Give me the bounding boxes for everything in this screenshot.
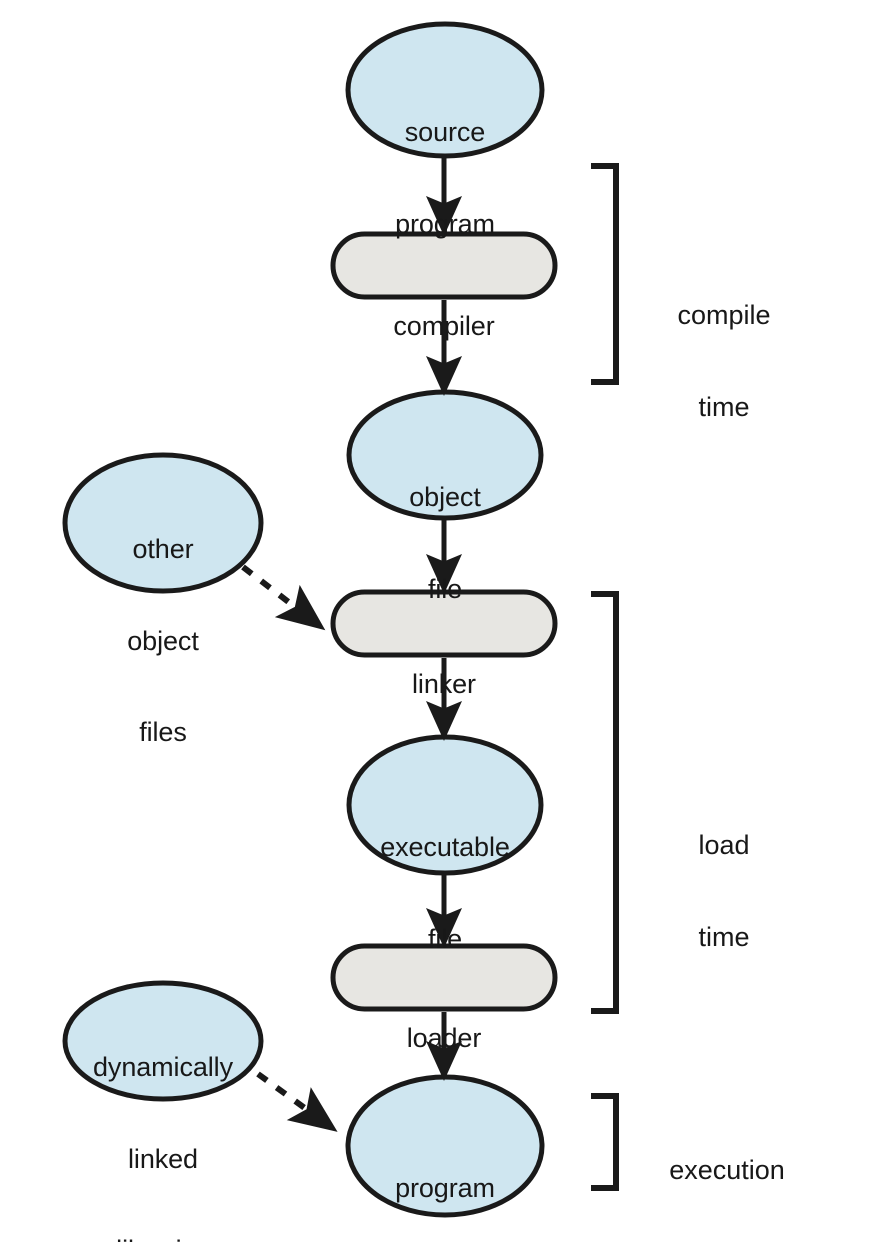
node-program-in-memory [345,1074,545,1218]
node-other-object-files [62,452,264,594]
bracket-label-execution-time: execution time (run time) [627,1094,827,1242]
node-source-program [345,21,545,159]
edge-other-object-files-to-linker [241,564,326,631]
label-line: time [698,921,750,952]
label-line: time [698,391,750,422]
node-object-file [346,389,544,521]
bracket-execution-time [591,1093,619,1191]
label-line: execution [669,1155,785,1185]
node-linker [330,589,558,658]
node-executable-file [346,734,544,876]
node-compiler [330,231,558,300]
bracket-load-time [591,591,619,1014]
bracket-label-compile-time: compile time [636,239,812,483]
node-dynamically-linked-libraries [62,980,264,1102]
label-line: load [698,830,750,860]
label-line: compile [677,300,771,330]
edge-dynamically-linked-libraries-to-program-in-memory [256,1071,338,1132]
bracket-compile-time [591,163,619,385]
bracket-label-load-time: load time [636,769,812,1013]
node-loader [330,943,558,1012]
